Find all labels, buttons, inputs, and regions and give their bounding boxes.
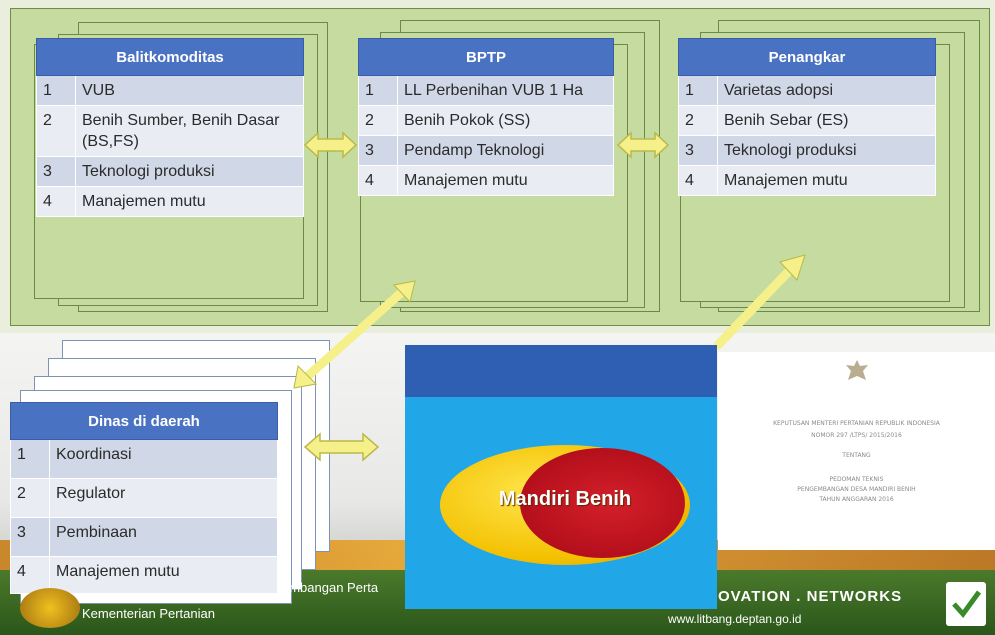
row-text: Benih Sumber, Benih Dasar (BS,FS) bbox=[75, 105, 304, 157]
row-text: Varietas adopsi bbox=[717, 75, 936, 106]
arrow-head-icon bbox=[779, 254, 806, 281]
row-number: 3 bbox=[10, 517, 50, 557]
row-text: Koordinasi bbox=[49, 439, 278, 479]
row-text: LL Perbenihan VUB 1 Ha bbox=[397, 75, 614, 106]
decree-line: KEPUTUSAN MENTERI PERTANIAN REPUBLIK IND… bbox=[773, 420, 940, 427]
row-number: 4 bbox=[10, 556, 50, 594]
row-text: Benih Sebar (ES) bbox=[717, 105, 936, 136]
mandiri-benih-label: Mandiri Benih bbox=[498, 488, 632, 510]
red-ellipse bbox=[520, 448, 685, 558]
decree-line: TENTANG bbox=[842, 452, 871, 459]
row-number: 4 bbox=[36, 186, 76, 217]
row-number: 1 bbox=[36, 75, 76, 106]
footer-partial-text: embangan Perta bbox=[282, 580, 379, 595]
row-text: Manajemen mutu bbox=[49, 556, 278, 594]
decree-line: TAHUN ANGGARAN 2016 bbox=[819, 496, 894, 503]
row-number: 1 bbox=[678, 75, 718, 106]
garuda-emblem-icon bbox=[846, 360, 868, 380]
double-arrow-icon bbox=[303, 432, 380, 462]
row-number: 4 bbox=[678, 165, 718, 196]
row-number: 3 bbox=[358, 135, 398, 166]
row-number: 2 bbox=[678, 105, 718, 136]
row-text: Teknologi produksi bbox=[717, 135, 936, 166]
mandiri-box-header bbox=[405, 345, 717, 397]
table-title: Penangkar bbox=[678, 38, 936, 76]
row-number: 3 bbox=[678, 135, 718, 166]
diagonal-arrow-shaft bbox=[713, 265, 795, 350]
arrow-head-icon bbox=[293, 364, 318, 389]
decree-document: KEPUTUSAN MENTERI PERTANIAN REPUBLIK IND… bbox=[718, 352, 995, 550]
row-text: Pembinaan bbox=[49, 517, 278, 557]
row-text: Regulator bbox=[49, 478, 278, 518]
check-logo bbox=[946, 582, 986, 626]
table-title: Dinas di daerah bbox=[10, 402, 278, 440]
row-text: Pendamp Teknologi bbox=[397, 135, 614, 166]
row-number: 1 bbox=[10, 439, 50, 479]
decree-line: NOMOR 297 /LTPS/ 2015/2016 bbox=[811, 432, 902, 439]
row-number: 2 bbox=[358, 105, 398, 136]
footer-url[interactable]: www.litbang.deptan.go.id bbox=[668, 612, 802, 626]
row-text: Teknologi produksi bbox=[75, 156, 304, 187]
table-title: Balitkomoditas bbox=[36, 38, 304, 76]
row-text: Benih Pokok (SS) bbox=[397, 105, 614, 136]
row-number: 2 bbox=[36, 105, 76, 157]
ministry-logo bbox=[20, 588, 80, 628]
double-arrow-icon bbox=[616, 131, 670, 159]
row-text: Manajemen mutu bbox=[397, 165, 614, 196]
row-text: VUB bbox=[75, 75, 304, 106]
arrow-head-icon bbox=[393, 280, 416, 304]
double-arrow-icon bbox=[303, 131, 358, 159]
row-text: Manajemen mutu bbox=[717, 165, 936, 196]
row-text: Manajemen mutu bbox=[75, 186, 304, 217]
footer-tagline: OVATION . NETWORKS bbox=[718, 588, 903, 605]
checkmark-icon bbox=[952, 590, 982, 618]
decree-line: PENGEMBANGAN DESA MANDIRI BENIH bbox=[797, 486, 916, 493]
ministry-name: Kementerian Pertanian bbox=[82, 606, 215, 621]
diagonal-arrow-shaft bbox=[295, 287, 407, 388]
decree-line: PEDOMAN TEKNIS bbox=[829, 476, 884, 483]
